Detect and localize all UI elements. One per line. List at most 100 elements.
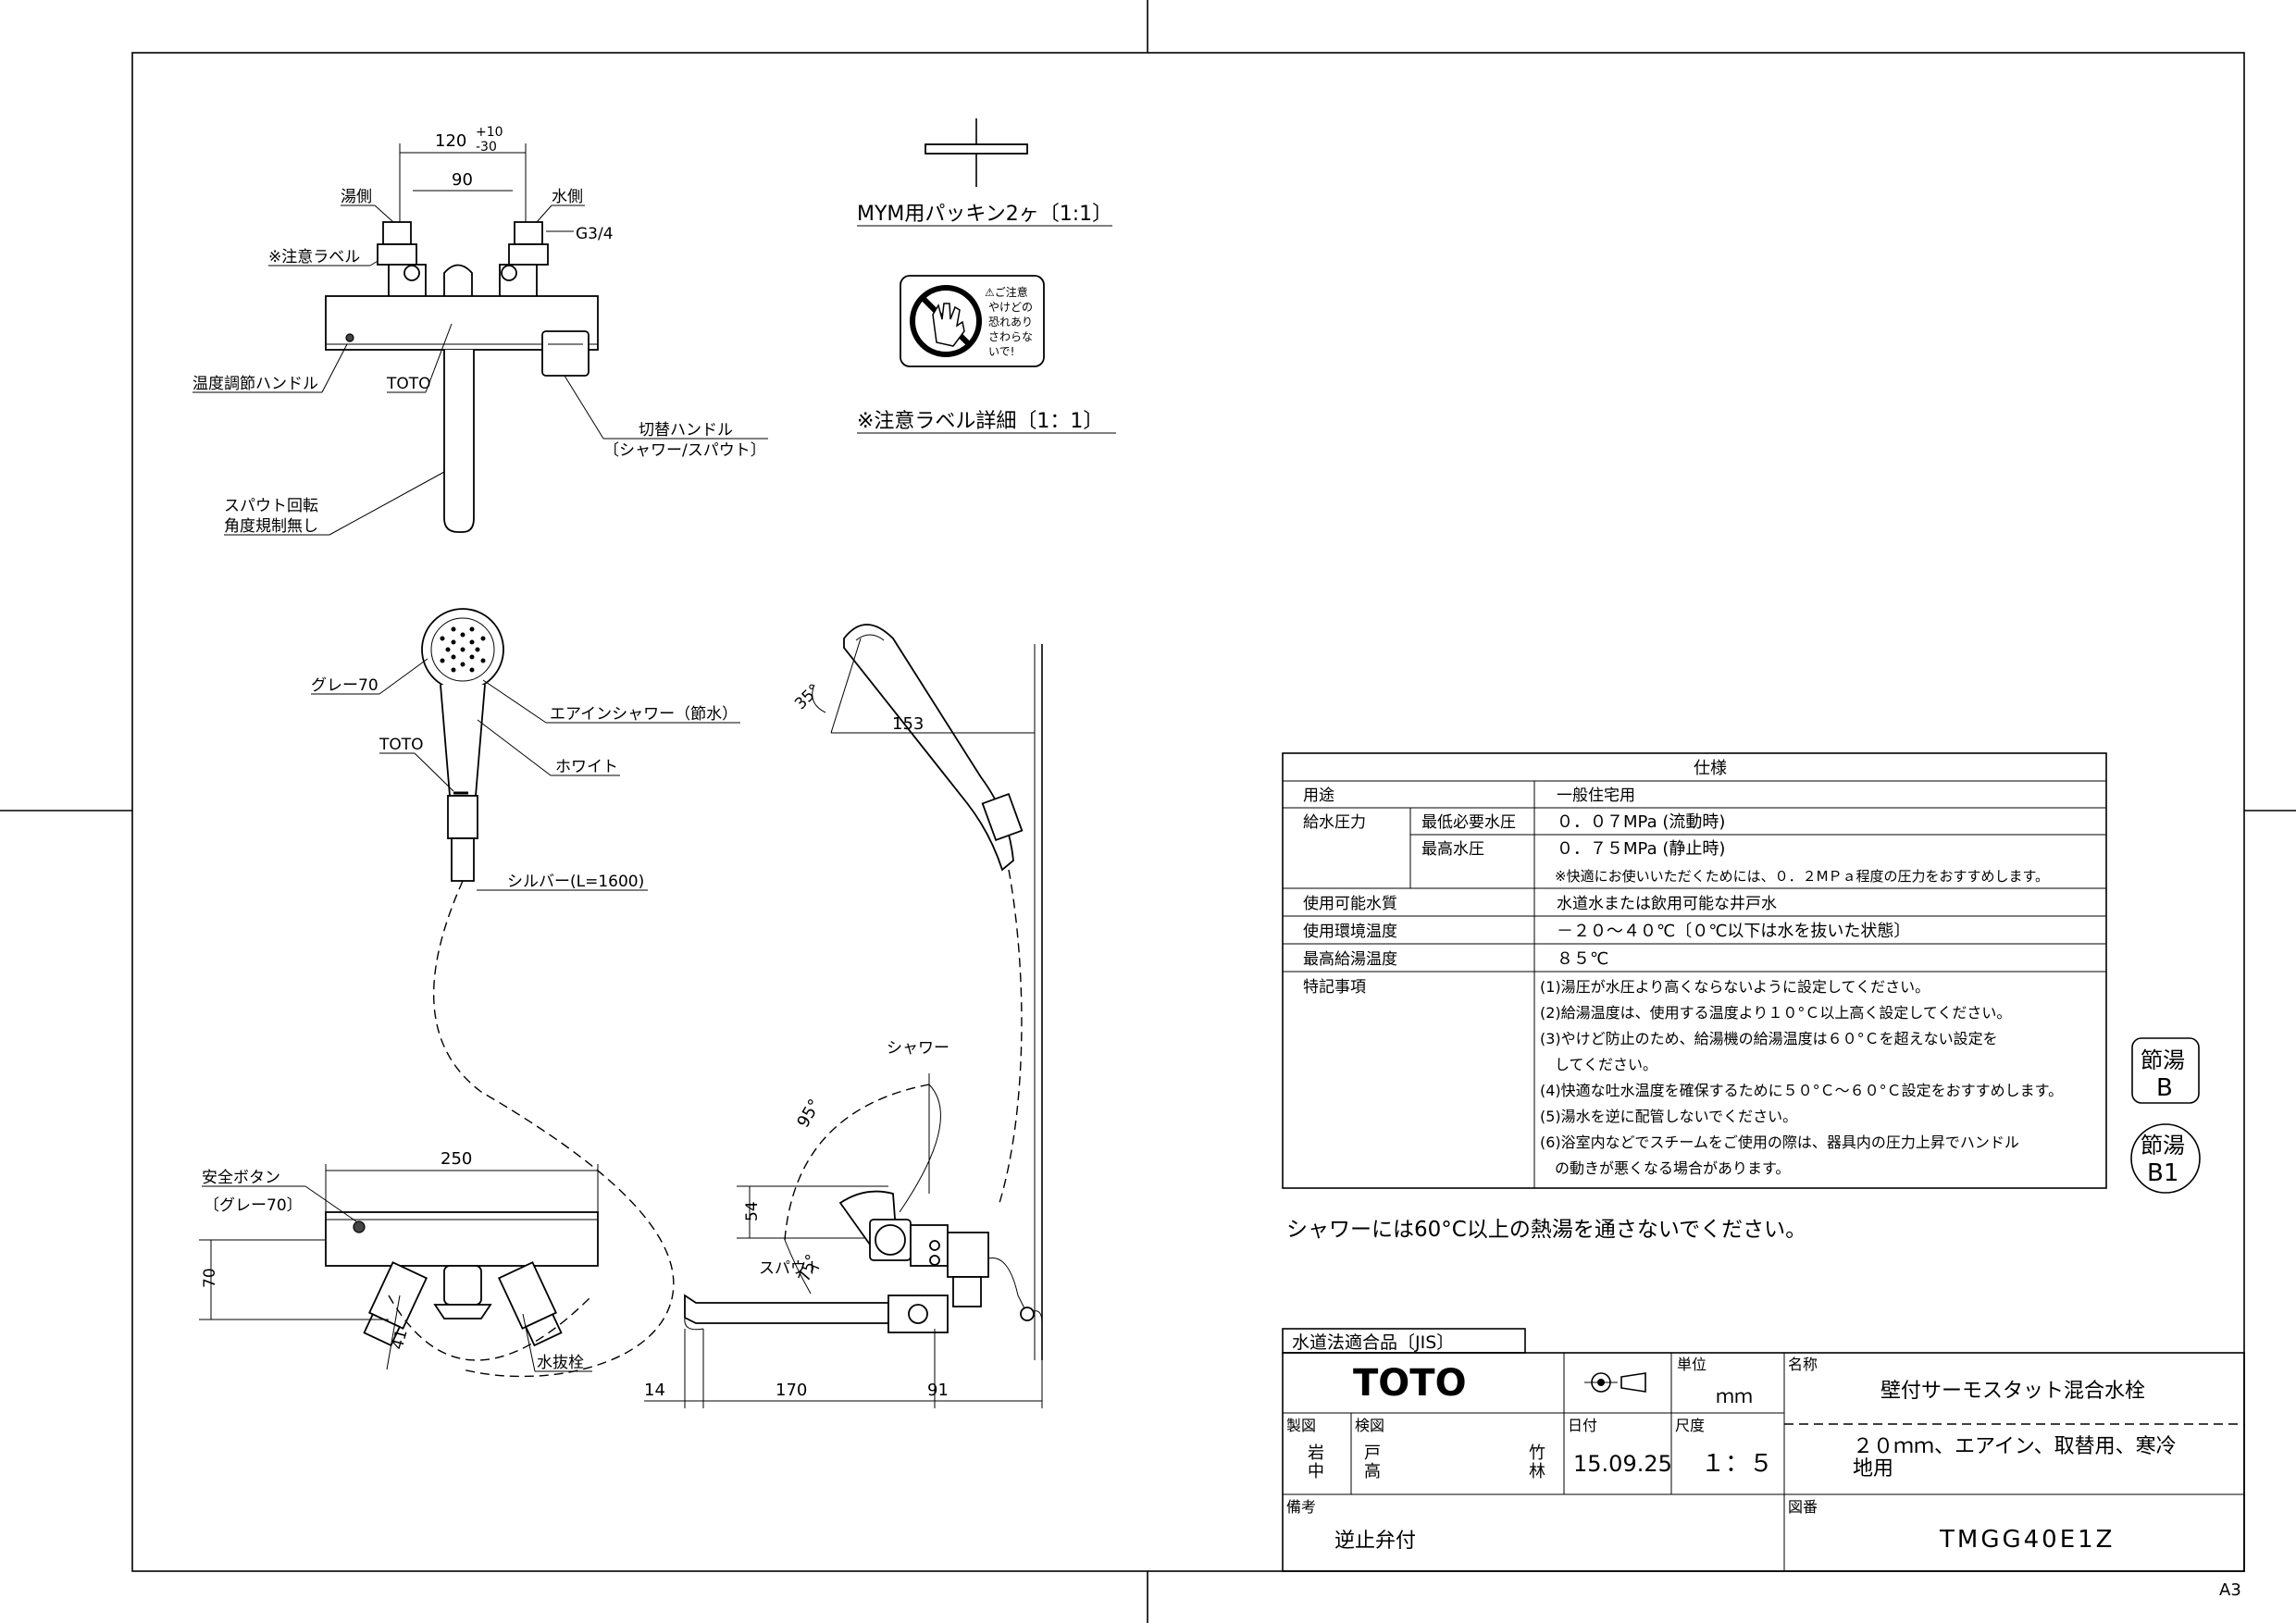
date-label: 日付: [1568, 1417, 1597, 1434]
spec-value-water: 水道水または飲用可能な井戸水: [1557, 895, 1777, 913]
title-block: 水道法適合品〔JIS〕 TOTO 単位 ｍｍ 名称 壁付サーモスタット混合水栓 …: [1282, 1328, 2245, 1572]
product-name: 壁付サーモスタット混合水栓: [1880, 1380, 2145, 1403]
svg-text:(4)快適な吐水温度を確保するために５０°Ｃ～６０°Ｃ設定を: (4)快適な吐水温度を確保するために５０°Ｃ～６０°Ｃ設定をおすすめします。: [1540, 1082, 2063, 1099]
caution-detail-title: ※注意ラベル詳細〔1：1〕: [857, 410, 1103, 433]
spec-value-max-hot: ８５℃: [1557, 949, 1608, 969]
drawing-no-label: 図番: [1788, 1498, 1818, 1516]
dim-91: 91: [927, 1381, 949, 1400]
remarks-value: 逆止弁付: [1334, 1530, 1416, 1553]
svg-text:節湯: 節湯: [2141, 1133, 2185, 1158]
product-desc-1: ２０ｍｍ、エアイン、取替用、寒冷: [1853, 1435, 2177, 1458]
svg-text:(1)湯圧が水圧より高くならないように設定してください。: (1)湯圧が水圧より高くならないように設定してください。: [1540, 978, 1930, 996]
dim-41: 41: [389, 1328, 412, 1352]
setsuyu-b1-badge: 節湯 B1: [2130, 1123, 2201, 1194]
projection-symbol-icon: [1584, 1372, 1646, 1393]
checked-by-2: 高: [1364, 1462, 1381, 1481]
shower-hot-water-warning: シャワーには60°C以上の熱湯を通さないでください。: [1286, 1218, 1806, 1242]
dim-tol-plus: +10: [476, 125, 503, 140]
bottom-view: 250 安全ボタン 〔グレー70〕 水抜栓 70 41: [199, 1149, 599, 1372]
svg-text:いで!: いで!: [988, 345, 1014, 358]
spec-sub-max-pressure: 最高水圧: [1421, 840, 1484, 859]
dim-54: 54: [743, 1201, 762, 1221]
svg-text:B: B: [2156, 1074, 2173, 1102]
caution-label-detail: ⚠ご注意 やけどの 恐れあり さわらな いで! ※注意ラベル詳細〔1：1〕: [857, 275, 1116, 434]
spec-value-min-pressure: ０．０７MPa (流動時): [1557, 812, 1725, 832]
spec-label-max-hot: 最高給湯温度: [1303, 950, 1397, 969]
scale-value: １：５: [1701, 1450, 1773, 1478]
svg-text:してください。: してください。: [1540, 1056, 1657, 1073]
dim-90: 90: [452, 170, 473, 190]
spec-label-usage: 用途: [1303, 787, 1334, 805]
hose-label: シルバー(L=1600): [507, 873, 644, 891]
switch-handle-sub: 〔シャワー/スパウト〕: [603, 441, 766, 460]
svg-text:(6)浴室内などでスチームをご使用の際は、器具内の圧力上昇で: (6)浴室内などでスチームをご使用の際は、器具内の圧力上昇でハンドル: [1540, 1134, 2019, 1151]
svg-text:の動きが悪くなる場合があります。: の動きが悪くなる場合があります。: [1540, 1159, 1790, 1177]
toto-mark-label: TOTO: [386, 375, 431, 393]
setsuyu-b-badge: 節湯 B: [2131, 1037, 2200, 1104]
unit-label: 単位: [1677, 1356, 1706, 1373]
product-desc-2: 地用: [1853, 1457, 1893, 1481]
spout-rotation-1: スパウト回転: [224, 497, 318, 515]
svg-text:(5)湯水を逆に配管しないでください。: (5)湯水を逆に配管しないでください。: [1540, 1108, 1797, 1125]
name-label: 名称: [1788, 1356, 1818, 1373]
drawn-by-1: 岩: [1308, 1443, 1324, 1463]
side-view: 35° 153 シャワー 95° スパウト 75° 54: [644, 624, 1043, 1408]
dim-120: 120: [435, 131, 466, 151]
hot-side-label: 湯側: [341, 188, 372, 206]
temp-handle-label: 温度調節ハンドル: [192, 375, 318, 393]
dim-tol-minus: -30: [476, 140, 497, 155]
packing-detail: MYM用パッキン2ヶ〔1:1〕: [857, 118, 1112, 227]
shower-head-front: グレー70 エアインシャワー（節水） TOTO ホワイト シルバー(L=1600…: [311, 608, 740, 1378]
checked-by-3: 竹: [1529, 1443, 1545, 1463]
svg-text:⚠ご注意: ⚠ご注意: [985, 285, 1028, 299]
angle-shower: 95°: [793, 1096, 825, 1131]
angle-spout: 75°: [795, 1252, 822, 1284]
date-value: 15.09.25: [1573, 1451, 1672, 1477]
checked-by-4: 林: [1529, 1462, 1545, 1481]
spec-value-max-pressure: ０．７５MPa (静止時): [1557, 839, 1725, 859]
shower-label-side: シャワー: [887, 1039, 949, 1058]
dim-70: 70: [201, 1268, 219, 1288]
spec-label-water: 使用可能水質: [1303, 894, 1397, 913]
jis-label: 水道法適合品〔JIS〕: [1292, 1332, 1454, 1353]
packing-title: MYM用パッキン2ヶ〔1:1〕: [857, 203, 1112, 226]
spec-title: 仕様: [1694, 759, 1727, 778]
thread-label: G3/4: [576, 225, 614, 243]
spec-value-env-temp: －２０～４０℃〔０℃以下は水を抜いた状態〕: [1557, 922, 1910, 941]
switch-handle-label: 切替ハンドル: [639, 421, 733, 440]
drawing-number: TMGG40E1Z: [1939, 1526, 2115, 1554]
airin-shower-label: エアインシャワー（節水）: [550, 705, 738, 724]
safety-color-label: 〔グレー70〕: [204, 1196, 303, 1215]
svg-text:やけどの: やけどの: [988, 301, 1033, 314]
svg-text:節湯: 節湯: [2141, 1047, 2185, 1073]
caution-label-callout: ※注意ラベル: [268, 248, 360, 266]
svg-text:恐れあり: 恐れあり: [988, 316, 1033, 328]
cold-side-label: 水側: [552, 188, 583, 206]
svg-text:B1: B1: [2147, 1159, 2178, 1187]
safety-button-label: 安全ボタン: [202, 1169, 280, 1187]
spec-label-pressure: 給水圧力: [1303, 813, 1366, 832]
checked-by-1: 戸: [1364, 1443, 1381, 1463]
svg-text:さわらな: さわらな: [988, 330, 1033, 343]
spec-notes-label: 特記事項: [1303, 978, 1366, 997]
dim-170: 170: [776, 1381, 807, 1400]
spec-table: 仕様 用途 一般住宅用 給水圧力 最低必要水圧 ０．０７MPa (流動時) 最高…: [1282, 752, 2107, 1189]
caution-label-text: ⚠ご注意 やけどの 恐れあり さわらな いで!: [985, 285, 1033, 358]
scale-label: 尺度: [1675, 1417, 1705, 1434]
dim-14: 14: [644, 1381, 665, 1400]
drawn-by-2: 中: [1308, 1462, 1324, 1481]
toto-logo: TOTO: [1353, 1362, 1467, 1405]
svg-text:(3)やけど防止のため、給湯機の給湯温度は６０°Ｃを超えない: (3)やけど防止のため、給湯機の給湯温度は６０°Ｃを超えない設定を: [1540, 1030, 1998, 1047]
spout-label-side: スパウト: [759, 1259, 822, 1278]
drain-plug-label: 水抜栓: [537, 1354, 584, 1372]
drawn-label: 製図: [1286, 1417, 1316, 1434]
spec-value-usage: 一般住宅用: [1557, 787, 1635, 805]
front-view: 120 +10 -30 90 湯側 水側 G3/4 ※注意ラベル: [192, 125, 768, 536]
dim-250: 250: [441, 1149, 472, 1169]
unit-value: ｍｍ: [1716, 1385, 1753, 1407]
checked-label: 検図: [1355, 1417, 1384, 1434]
remarks-label: 備考: [1286, 1498, 1316, 1516]
white-accent-label: ホワイト: [555, 758, 618, 776]
